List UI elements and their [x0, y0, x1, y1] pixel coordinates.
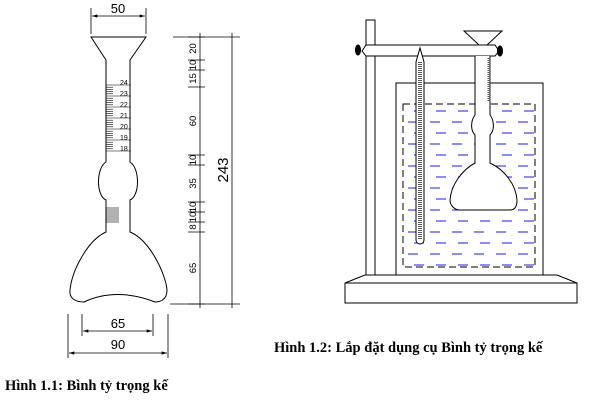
top-width-label: 50	[111, 1, 125, 16]
segment-label: 8	[188, 224, 199, 229]
grad-label: 20	[120, 124, 128, 131]
pycnometer-in-bath	[449, 56, 518, 211]
segment-label: 10	[188, 60, 199, 71]
graduation-labels: 24 23 22 21 20 19 18	[120, 80, 128, 153]
segment-label: 20	[188, 43, 199, 54]
segment-label: 15	[188, 73, 199, 84]
grad-label: 24	[120, 80, 128, 87]
water-level	[402, 103, 536, 268]
figure-1-1-caption: Hình 1.1: Bình tỷ trọng kế	[5, 378, 168, 394]
bottom-dimensions	[67, 314, 169, 358]
segment-label: 10	[188, 212, 199, 223]
stand-rod	[365, 19, 376, 276]
funnel	[462, 30, 504, 46]
segment-label: 10	[188, 202, 199, 213]
grad-label: 19	[120, 135, 128, 142]
pycnometer-drawing	[69, 36, 168, 303]
apparatus-setup	[344, 19, 578, 304]
grad-label: 18	[120, 146, 128, 153]
clamp-bar	[361, 44, 500, 57]
inner-width-label: 65	[111, 316, 125, 331]
segment-label: 60	[188, 116, 199, 127]
grad-label: 23	[120, 91, 128, 98]
stand-base	[344, 274, 578, 304]
segment-label: 65	[188, 263, 199, 274]
height-dimensions	[170, 33, 240, 308]
outer-width-label: 90	[111, 337, 125, 352]
grad-label: 21	[120, 113, 128, 120]
total-height-label: 243	[215, 157, 232, 182]
segment-label: 35	[188, 178, 199, 189]
top-dimension	[90, 8, 147, 34]
grad-label: 22	[120, 102, 128, 109]
figure-1-2-caption: Hình 1.2: Lắp đặt dụng cụ Bình tỷ trọng …	[274, 340, 543, 356]
segment-label: 10	[188, 155, 199, 166]
